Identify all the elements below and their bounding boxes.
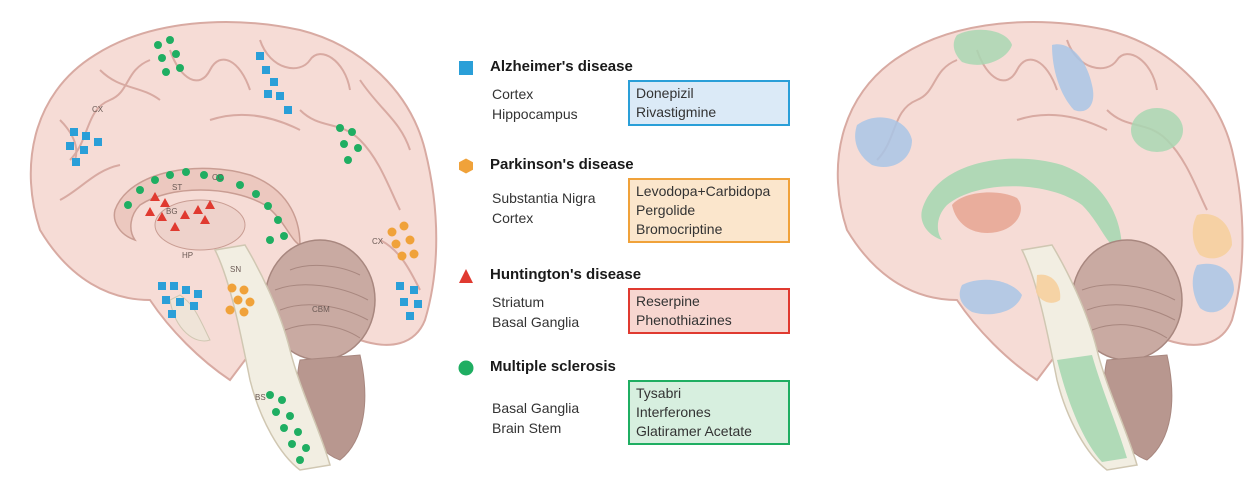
drug-item: Pergolide [636,201,782,220]
label-cx-top: CX [92,105,104,114]
region-item: Substantia Nigra [492,188,596,208]
drug-box: Reserpine Phenothiazines [628,288,790,334]
disease-title: Multiple sclerosis [490,358,616,375]
label-cc: CC [212,173,224,182]
region-item: Basal Ganglia [492,312,579,332]
label-hp: HP [182,251,193,260]
region-item: Cortex [492,208,596,228]
disease-title: Huntington's disease [490,266,641,283]
region-item: Hippocampus [492,104,578,124]
disease-title: Alzheimer's disease [490,58,633,75]
region-item: Striatum [492,292,579,312]
square-icon [458,60,474,76]
drug-box: Levodopa+Carbidopa Pergolide Bromocripti… [628,178,790,243]
drug-item: Reserpine [636,292,782,311]
cerebrum-shape [31,22,436,380]
drug-item: Tysabri [636,384,782,403]
region-list: Basal Ganglia Brain Stem [492,398,579,438]
label-st: ST [172,183,182,192]
drug-item: Levodopa+Carbidopa [636,182,782,201]
drug-item: Phenothiazines [636,311,782,330]
region-list: Striatum Basal Ganglia [492,292,579,332]
ms-region-cortex-right [1131,108,1183,152]
label-cx-right: CX [372,237,384,246]
drug-item: Donepizil [636,84,782,103]
right-brain-diagram [812,0,1246,481]
drug-box: Tysabri Interferones Glatiramer Acetate [628,380,790,445]
triangle-icon [458,268,474,284]
label-cbm: CBM [312,305,330,314]
drug-item: Bromocriptine [636,220,782,239]
drug-item: Rivastigmine [636,103,782,122]
cerebrum-shape [838,22,1243,380]
region-item: Brain Stem [492,418,579,438]
drug-box: Donepizil Rivastigmine [628,80,790,126]
region-item: Basal Ganglia [492,398,579,418]
disease-legend: Alzheimer's disease Cortex Hippocampus D… [458,58,818,478]
circle-icon [458,360,474,376]
region-item: Cortex [492,84,578,104]
hexagon-icon [458,158,474,174]
drug-item: Interferones [636,403,782,422]
region-list: Substantia Nigra Cortex [492,188,596,228]
label-sn: SN [230,265,241,274]
drug-item: Glatiramer Acetate [636,422,782,441]
left-brain-diagram: CX CC ST BG HP SN CX CBM BS [0,0,440,481]
region-list: Cortex Hippocampus [492,84,578,124]
disease-title: Parkinson's disease [490,156,634,173]
label-bs: BS [255,393,266,402]
label-bg: BG [166,207,178,216]
